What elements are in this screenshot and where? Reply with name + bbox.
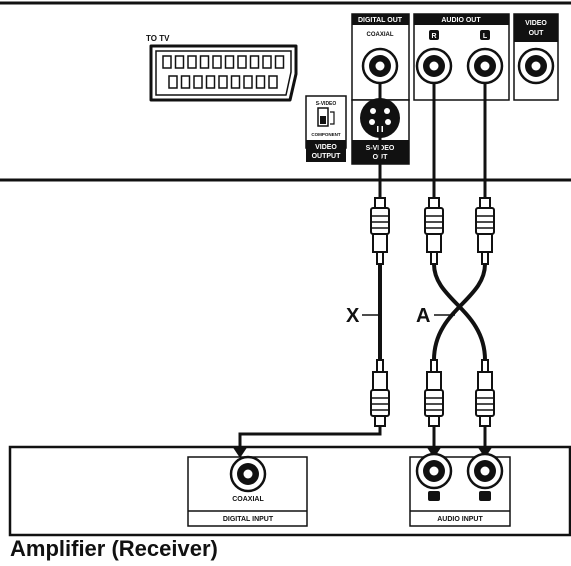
scart-connector bbox=[149, 44, 298, 102]
scart-pin bbox=[162, 55, 172, 69]
scart-pin bbox=[249, 55, 260, 69]
cable-x bbox=[232, 84, 390, 458]
scart-pin bbox=[180, 75, 191, 89]
channel-marker-icon bbox=[479, 491, 491, 501]
scart-pin bbox=[255, 75, 266, 89]
scart-pin bbox=[212, 55, 222, 69]
cable-a-label: A bbox=[416, 305, 430, 327]
cable-a-bottom-right-plug bbox=[475, 359, 495, 427]
to-tv-label: TO TV bbox=[146, 34, 170, 43]
scart-pin bbox=[230, 75, 241, 89]
audio-out-label: AUDIO OUT bbox=[441, 17, 481, 24]
scart-pin bbox=[243, 75, 253, 89]
video-out-line1: VIDEO bbox=[525, 20, 547, 27]
audio-input-section: AUDIO INPUT bbox=[409, 452, 511, 527]
video-out-jack bbox=[517, 47, 555, 85]
scart-pin bbox=[262, 55, 272, 69]
channel-marker-icon bbox=[428, 491, 440, 501]
video-out-line2: OUT bbox=[529, 30, 545, 37]
cable-x-label: X bbox=[346, 305, 360, 327]
scart-pin bbox=[193, 75, 203, 89]
amplifier-panel: COAXIAL DIGITAL INPUT AUDIO INPUT bbox=[8, 445, 571, 537]
scart-pin bbox=[268, 75, 278, 89]
scart-pin bbox=[224, 55, 235, 69]
cable-a-bottom-left-plug bbox=[424, 359, 444, 427]
scart-pin bbox=[218, 75, 228, 89]
scart-pin bbox=[187, 55, 197, 69]
audio-out-right-jack bbox=[415, 47, 453, 85]
digital-input-section: COAXIAL DIGITAL INPUT bbox=[187, 455, 308, 527]
scart-pin bbox=[199, 55, 210, 69]
audio-l-label: L bbox=[483, 33, 488, 40]
cable-a bbox=[424, 84, 495, 458]
audio-out-left-jack bbox=[466, 47, 504, 85]
coaxial-out-jack bbox=[361, 47, 399, 85]
audio-in-right-jack bbox=[466, 452, 504, 490]
scart-pin bbox=[274, 55, 285, 69]
scart-pin bbox=[237, 55, 247, 69]
digital-input-label: DIGITAL INPUT bbox=[223, 516, 274, 523]
coaxial-in-jack bbox=[229, 455, 267, 493]
cable-a-top-right-plug bbox=[424, 197, 444, 265]
cable-x-callout: X bbox=[346, 305, 380, 327]
component-switch-label: COMPONENT bbox=[311, 132, 341, 137]
audio-in-left-jack bbox=[415, 452, 453, 490]
amplifier-title: Amplifier (Receiver) bbox=[10, 536, 218, 561]
audio-input-label: AUDIO INPUT bbox=[437, 516, 483, 523]
scart-pin bbox=[174, 55, 185, 69]
scart-pin bbox=[168, 75, 178, 89]
player-rear-panel: TO TV S-VIDEO COMPONENT VIDEO OUTPUT bbox=[0, 1, 571, 182]
cable-x-bottom-plug bbox=[370, 359, 390, 427]
video-output-line2: OUTPUT bbox=[312, 153, 342, 160]
scart-pin bbox=[205, 75, 216, 89]
cable-a-top-left-plug bbox=[475, 197, 495, 265]
coaxial-in-label: COAXIAL bbox=[232, 496, 264, 503]
audio-out-section: AUDIO OUT R L bbox=[413, 13, 510, 101]
cable-a-callout: A bbox=[416, 305, 455, 327]
video-output-switch: S-VIDEO COMPONENT VIDEO OUTPUT bbox=[305, 95, 347, 162]
audio-r-label: R bbox=[431, 33, 436, 40]
digital-out-label: DIGITAL OUT bbox=[358, 17, 403, 24]
video-out-section: VIDEO OUT bbox=[513, 13, 559, 101]
cable-x-top-plug bbox=[370, 197, 390, 265]
video-output-line1: VIDEO bbox=[315, 144, 337, 151]
svideo-switch-label: S-VIDEO bbox=[316, 101, 337, 107]
slide-switch-icon bbox=[317, 107, 335, 127]
coaxial-out-label: COAXIAL bbox=[367, 32, 394, 38]
